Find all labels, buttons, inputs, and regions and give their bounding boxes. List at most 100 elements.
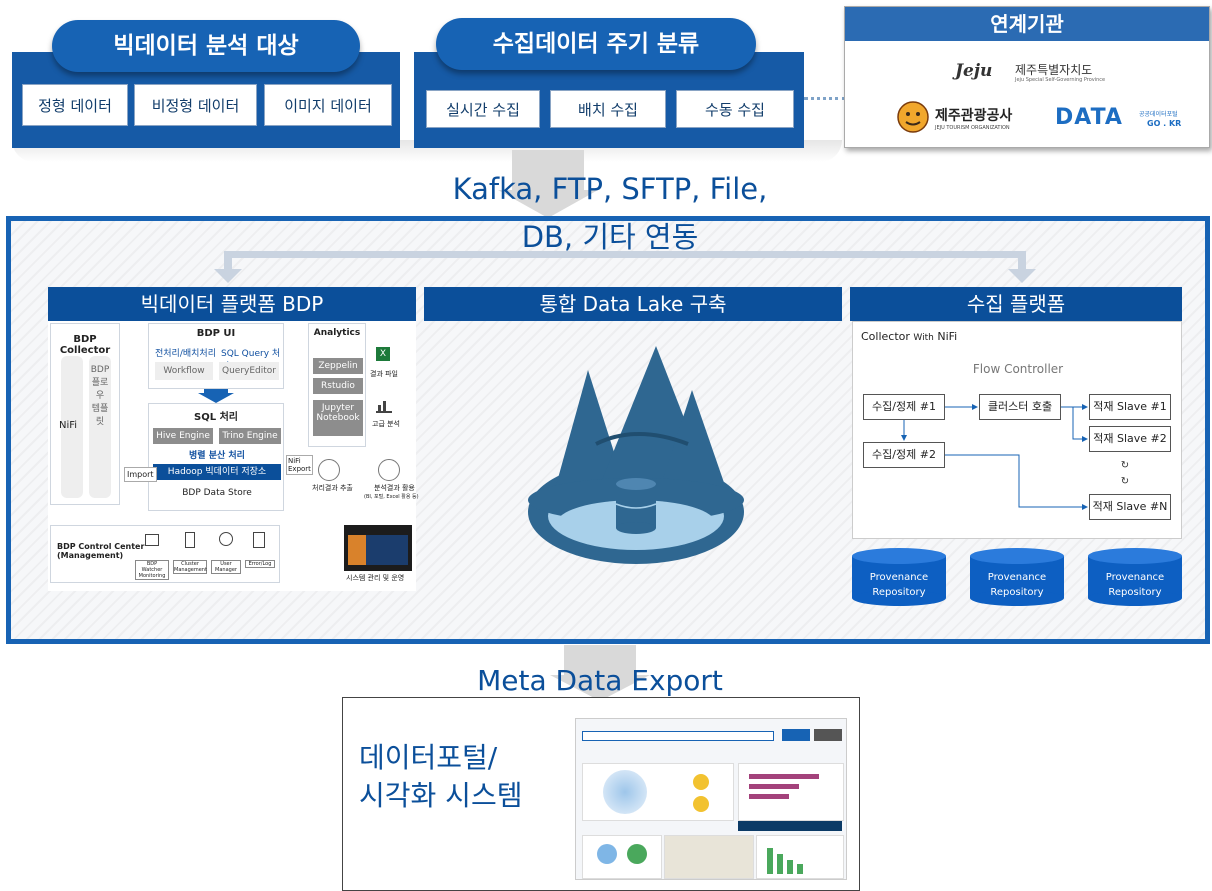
dotted-connector: [804, 97, 846, 100]
nifi-label: NiFi: [59, 420, 78, 431]
trino-engine: Trino Engine: [219, 428, 281, 444]
gear-icon: [253, 532, 265, 548]
ui-left-label: 전처리/배치처리: [155, 349, 216, 359]
zeppelin-box: Zeppelin: [313, 358, 363, 374]
image-data-button: 이미지 데이터: [264, 84, 392, 126]
sql-title: SQL 처리: [194, 412, 238, 423]
usage-icon: [378, 459, 400, 481]
svg-text:↻: ↻: [1121, 476, 1129, 487]
template-label: BDP 플로우 템플릿: [90, 365, 110, 427]
tourism-logo: 제주관광공사 JEJU TOURISM ORGANIZATION: [897, 101, 1047, 139]
collect-box-1: 수집/정제 #1: [863, 394, 945, 420]
slave-n-box: 적재 Slave #N: [1089, 494, 1171, 520]
tourism-name: 제주관광공사: [935, 108, 1013, 124]
provenance-repo-2: Provenance Repository: [970, 548, 1064, 606]
provenance-label-1: Provenance Repository: [869, 572, 929, 598]
ui-to-sql-arrow: [198, 389, 234, 403]
bdp-panel: BDP Collector NiFi BDP 플로우 템플릿 BDP UI 전처…: [48, 321, 419, 591]
portal-title-line2: 시각화 시스템: [359, 779, 523, 812]
workflow-box: Workflow: [155, 362, 213, 380]
structured-data-button: 정형 데이터: [22, 84, 128, 126]
nifi-box: [61, 356, 83, 498]
watcher-label: BDP Watcher Monitoring: [135, 560, 169, 580]
hadoop-box: Hadoop 빅데이터 저장소: [153, 464, 281, 480]
hive-engine: Hive Engine: [153, 428, 213, 444]
slave-2-box: 적재 Slave #2: [1089, 426, 1171, 452]
control-center: BDP Control Center (Management) BDP Watc…: [50, 525, 280, 583]
flow-controller-label: Flow Controller: [972, 362, 1064, 376]
collector-title-text: Collector: [861, 330, 910, 343]
svg-text:↻: ↻: [1121, 460, 1129, 471]
flow-arrows: ↻ ↻: [901, 404, 1129, 510]
monitor-icon: [145, 534, 159, 546]
collect-box-2: 수집/정제 #2: [863, 442, 945, 468]
jeju-name: 제주특별자치도: [1015, 63, 1093, 77]
rstudio-box: Rstudio: [313, 378, 363, 394]
data-logo: DATA: [1055, 105, 1123, 130]
user-icon: [219, 532, 233, 546]
jupyter-box: Jupyter Notebook: [313, 400, 363, 436]
advanced-analysis-icon: [376, 399, 392, 413]
cluster-label: Cluster Management: [173, 560, 207, 574]
bdp-ui-title: BDP UI: [196, 328, 236, 339]
error-log-label: Error/Log: [245, 560, 275, 568]
sql-processing: SQL 처리 Hive Engine Trino Engine 병렬 분산 처리…: [148, 403, 284, 511]
collect-title: 수집 플랫폼: [850, 287, 1182, 321]
unstructured-data-button: 비정형 데이터: [134, 84, 257, 126]
usage-label: 분석결과 활용: [374, 484, 415, 492]
data-lake-illustration: [528, 346, 744, 564]
analytics: Analytics Zeppelin Rstudio Jupyter Noteb…: [308, 323, 366, 447]
platform-link-arrow: [214, 251, 1036, 283]
usage-sub-label: (BI, 포털, Excel 활용 등): [364, 494, 419, 500]
advanced-analysis-label: 고급 분석: [372, 420, 400, 428]
provenance-label-3: Provenance Repository: [1105, 572, 1165, 598]
collector-nifi-text: NiFi: [937, 330, 958, 343]
analysis-target-title: 빅데이터 분석 대상: [52, 20, 360, 72]
bottom-down-arrow: [550, 645, 650, 701]
meta-export-label: Meta Data Export: [477, 664, 723, 697]
jeju-logo-text: Jeju: [955, 61, 993, 81]
parallel-label: 병렬 분산 처리: [189, 451, 245, 461]
extract-icon: [318, 459, 340, 481]
jeju-logo: Jeju 제주특별자치도 Jeju Special Self-Governing…: [955, 59, 1155, 89]
lake-title: 통합 Data Lake 구축: [424, 287, 842, 321]
batch-collect-button: 배치 수집: [550, 90, 666, 128]
partners-box: 연계기관 Jeju 제주특별자치도 Jeju Special Self-Gove…: [844, 6, 1210, 148]
server-icon: [185, 532, 195, 548]
bdp-title: 빅데이터 플랫폼 BDP: [48, 287, 416, 321]
bdp-ui: BDP UI 전처리/배치처리 SQL Query 처리 Workflow Qu…: [148, 323, 284, 389]
data-store-label: BDP Data Store: [182, 488, 252, 498]
collection-cycle-title: 수집데이터 주기 분류: [436, 18, 756, 70]
system-ops-label: 시스템 관리 및 운영: [346, 574, 405, 582]
analysis-target-box: 정형 데이터 비정형 데이터 이미지 데이터: [12, 52, 400, 148]
portal-screenshot: [575, 718, 847, 880]
portal-title-line1: 데이터포털/: [359, 741, 498, 774]
data-go-logo: DATA 공공데이터포털 GO . KR: [1055, 105, 1205, 135]
data-sub2: GO . KR: [1147, 119, 1182, 128]
template-box: [89, 356, 111, 498]
data-sub1: 공공데이터포털: [1139, 111, 1178, 118]
jeju-sub: Jeju Special Self-Governing Province: [1015, 77, 1106, 83]
partners-title: 연계기관: [845, 7, 1209, 41]
connector-label-line2: DB, 기타 연동: [521, 220, 699, 254]
import-label: Import: [124, 467, 157, 482]
excel-icon: X: [376, 347, 390, 361]
cluster-call-box: 클러스터 호출: [979, 394, 1061, 420]
nifi-export-label: NiFi Export: [286, 455, 313, 475]
tourism-sub: JEJU TOURISM ORGANIZATION: [935, 125, 1010, 131]
provenance-repo-3: Provenance Repository: [1088, 548, 1182, 606]
slave-1-box: 적재 Slave #1: [1089, 394, 1171, 420]
bdp-collector-title: BDP Collector: [59, 334, 111, 356]
result-file-label: 결과 파일: [370, 370, 398, 378]
portal-box: 데이터포털/ 시각화 시스템: [342, 697, 860, 891]
bdp-collector: BDP Collector NiFi BDP 플로우 템플릿: [50, 323, 120, 505]
user-manager-label: User Manager: [211, 560, 241, 574]
realtime-collect-button: 실시간 수집: [426, 90, 540, 128]
system-ops-screen: [344, 525, 412, 571]
collector-title: Collector With NiFi: [861, 330, 957, 343]
analytics-title: Analytics: [313, 328, 361, 338]
control-center-title: BDP Control Center (Management): [57, 542, 145, 560]
query-editor-box: QueryEditor: [219, 362, 279, 380]
collector-with-text: With: [913, 333, 934, 343]
manual-collect-button: 수동 수집: [676, 90, 794, 128]
